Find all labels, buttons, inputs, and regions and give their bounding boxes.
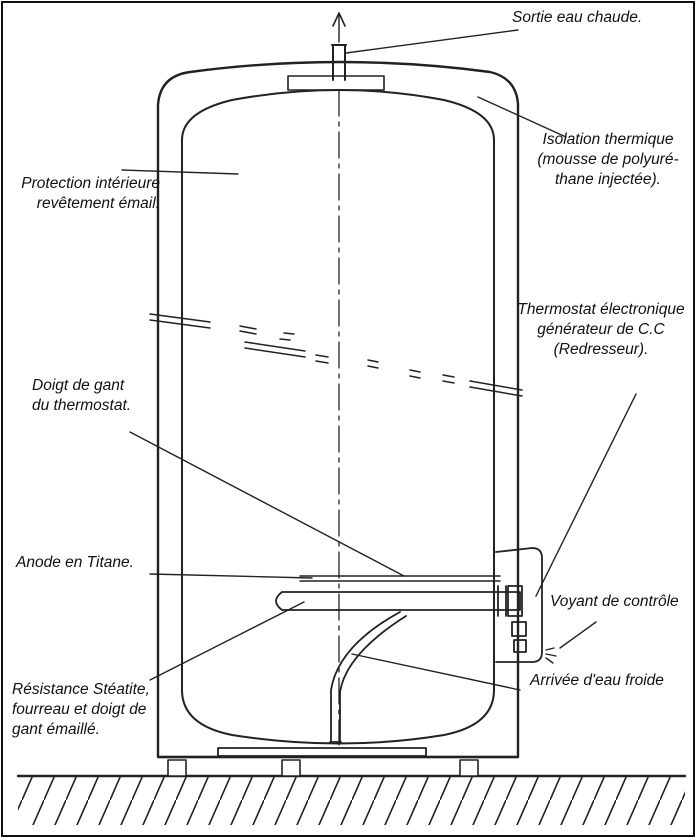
label-thermowell-line: du thermostat. (32, 397, 132, 414)
label-inner-protection: Protection intérieure revêtement émail. (4, 174, 160, 214)
inner-tank (181, 89, 495, 745)
anode-rod (299, 575, 501, 582)
label-thermowell: Doigt de gant du thermostat. (32, 376, 131, 416)
base-plate (185, 747, 481, 758)
thermostat-box (495, 517, 543, 663)
label-insulation-line: thane injectée). (555, 171, 661, 188)
label-indicator: Voyant de contrôle (550, 593, 679, 610)
leader-lines (121, 29, 637, 691)
heating-sheath (275, 585, 521, 617)
feet (167, 759, 479, 777)
label-hot-outlet: Sortie eau chaude. (512, 9, 643, 26)
label-thermostat: Thermostat électronique générateur de C.… (510, 300, 692, 360)
label-inner-protection-line: Protection intérieure (21, 175, 160, 192)
label-resistance-line: gant émaillé. (12, 721, 100, 738)
hot-outlet-pipe (331, 12, 347, 81)
floor (16, 774, 687, 825)
cold-inlet-pipe (329, 611, 407, 743)
top-boss (287, 75, 385, 91)
label-thermowell-line: Doigt de gant (32, 377, 125, 394)
label-resistance-line: Résistance Stéatite, (12, 681, 150, 698)
label-inner-protection-line: revêtement émail. (36, 195, 160, 212)
label-insulation: Isolation thermique (mousse de polyuré- … (528, 130, 688, 190)
label-insulation-line: (mousse de polyuré- (537, 151, 679, 168)
label-resistance-line: fourreau et doigt de (12, 701, 147, 718)
indicator-light-rays (545, 647, 557, 664)
label-anode: Anode en Titane. (16, 554, 134, 571)
label-thermostat-line: générateur de C.C (537, 321, 665, 338)
label-resistance: Résistance Stéatite, fourreau et doigt d… (12, 680, 150, 740)
break-lines (149, 313, 523, 397)
label-insulation-line: Isolation thermique (542, 131, 674, 148)
outer-casing (156, 60, 520, 759)
label-thermostat-line: (Redresseur). (553, 341, 649, 358)
label-thermostat-line: Thermostat électronique (517, 301, 685, 318)
label-cold-inlet: Arrivée d'eau froide (530, 672, 664, 689)
